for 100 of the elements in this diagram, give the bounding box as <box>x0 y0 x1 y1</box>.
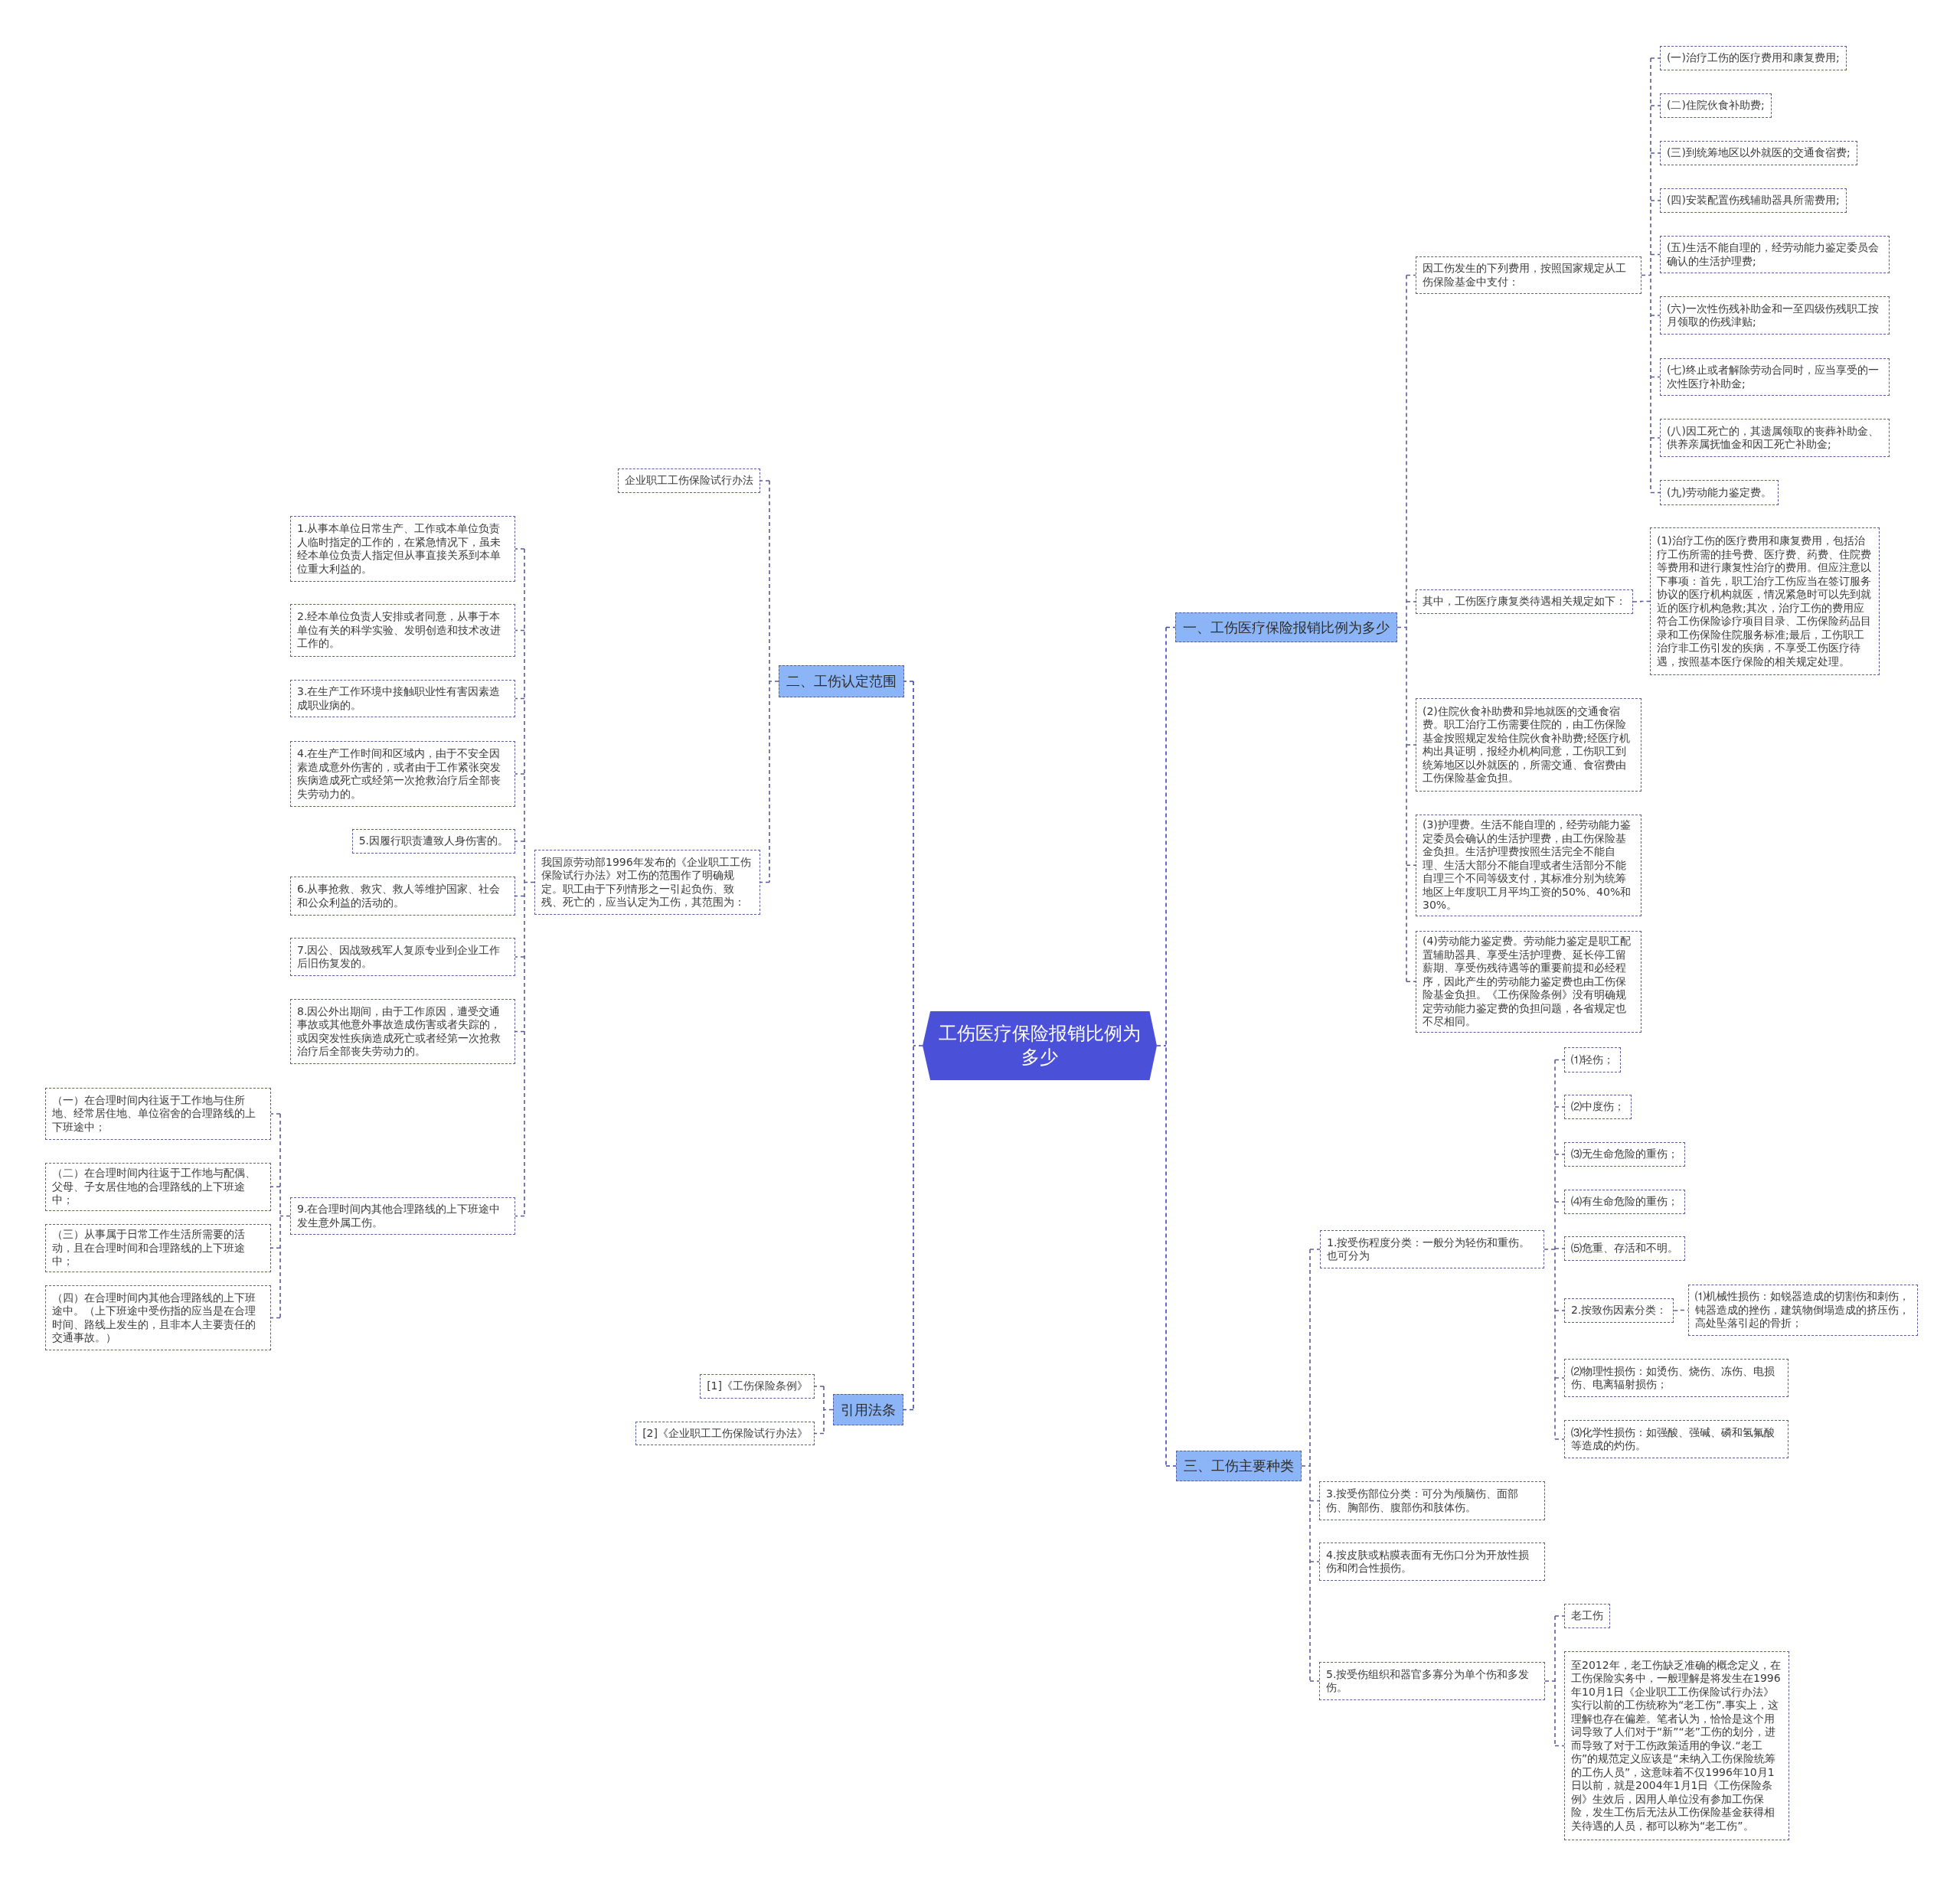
connector-line <box>1406 864 1416 867</box>
subtopic: 我国原劳动部1996年发布的《企业职工工伤保险试行办法》对工伤的范围作了明确规定。职工由于下列情形之一引起负伤、致残、死亡的，应当认定为工伤，其范围为： <box>534 850 760 915</box>
connector-line <box>1554 1106 1565 1108</box>
connector-line <box>1309 1561 1320 1562</box>
connector-line <box>1650 105 1661 106</box>
connector-line <box>760 480 770 482</box>
subtopic: ⑶无生命危险的重伤； <box>1564 1142 1685 1167</box>
connector-line <box>1396 274 1407 983</box>
subtopic: 6.从事抢救、救灾、救人等维护国家、社会和公众利益的活动的。 <box>290 877 515 916</box>
connector-line <box>1156 626 1167 1467</box>
connector-line <box>1554 1310 1565 1311</box>
connector-line <box>1632 600 1651 602</box>
subtopic: 5.因履行职责遭致人身伤害的。 <box>351 829 515 854</box>
connector-line <box>1641 57 1651 494</box>
connector-line <box>814 1386 825 1387</box>
subtopic: (4)劳动能力鉴定费。劳动能力鉴定是职工配置辅助器具、享受生活护理费、延长停工留薪期、享受伤残待遇等的重要前提和必经程序，因此产生的劳动能力鉴定费也由工伤保险基金负担。《工伤保险条例》没有明确规定劳动能力鉴定费的负担问题，各省规定也不尽相同。 <box>1416 931 1642 1033</box>
connector-line <box>514 895 525 897</box>
connector-line <box>514 841 525 842</box>
connector-line <box>1554 1615 1565 1617</box>
central-topic: 工伤医疗保险报销比例为多少 <box>923 1011 1157 1080</box>
subtopic: ⑸危重、存活和不明。 <box>1564 1236 1685 1261</box>
subtopic: ⑵物理性损伤：如烫伤、烧伤、冻伤、电损伤、电离辐射损伤； <box>1564 1359 1788 1397</box>
subtopic: [1]《工伤保险条例》 <box>700 1374 815 1399</box>
connector-line <box>1650 437 1661 439</box>
subtopic: (三)到统筹地区以外就医的交通食宿费; <box>1660 141 1857 165</box>
subtopic: (八)因工死亡的，其遗属领取的丧葬补助金、供养亲属抚恤金和因工死亡补助金; <box>1660 419 1890 457</box>
subtopic: ⑴机械性损伤：如锐器造成的切割伤和刺伤，钝器造成的挫伤，建筑物倒塌造成的挤压伤，高处坠落引起的骨折； <box>1688 1285 1918 1336</box>
connector-line <box>1301 1249 1311 1682</box>
connector-line <box>514 773 525 775</box>
subtopic: (九)劳动能力鉴定费。 <box>1660 480 1779 505</box>
subtopic: 7.因公、因战致残军人复原专业到企业工作后旧伤复发的。 <box>290 938 515 976</box>
subtopic: (3)护理费。生活不能自理的，经劳动能力鉴定委员会确认的生活护理费，由工伤保险基金负担。生活护理费按照生活完全不能自理、生活大部分不能自理或者生活部分不能自理三个不同等级支付，其标准分别为统筹地区上年度职工月平均工资的50%、40%和30%。 <box>1416 815 1642 916</box>
connector-line <box>514 548 525 550</box>
subtopic: (1)治疗工伤的医疗费用和康复费用，包括治疗工伤所需的挂号费、医疗费、药费、住院费等费用和进行康复性治疗的费用。但应注意以下事项：首先，职工治疗工伤应当在签订服务协议的医疗机构就医，情况紧急时可以先到就近的医疗机构急救;其次，治疗工伤的费用应符合工伤保险诊疗项目目录、工伤保险药品目录和工伤保险住院服务标准;最后，工伤职工治疗非工伤引发的疾病，不享受工伤医疗待遇，按照基本医疗保险的相关规定处理。 <box>1650 527 1880 675</box>
subtopic: 因工伤发生的下列费用，按照国家规定从工伤保险基金中支付： <box>1416 256 1642 294</box>
subtopic: 1.从事本单位日常生产、工作或本单位负责人临时指定的工作的，在紧急情况下，虽未经本单位负责人指定但从事直接关系到本单位重大利益的。 <box>290 516 515 582</box>
connector-line <box>514 1215 525 1217</box>
subtopic: 2.经本单位负责人安排或者同意，从事于本单位有关的科学实验、发明创造和技术改进工作的。 <box>290 604 515 657</box>
connector-line <box>1650 200 1661 201</box>
connector-line <box>1309 1680 1320 1682</box>
subtopic: 1.按受伤程度分类：一般分为轻伤和重伤。也可分为 <box>1320 1230 1544 1268</box>
connector-line <box>270 1186 281 1188</box>
subtopic: (五)生活不能自理的，经劳动能力鉴定委员会确认的生活护理费; <box>1660 236 1890 273</box>
subtopic: 至2012年，老工伤缺乏准确的概念定义，在工伤保险实务中，一般理解是将发生在1996年10月1日《企业职工工伤保险试行办法》实行以前的工伤统称为“老工伤”.事实上，这理解也存在偏差。笔者认为，恰恰是这个用词导致了人们对于“新”“老”工伤的划分，进而导致了对于工伤政策适用的争议.“老工伤”的规范定义应该是“未纳入工伤保险统筹的工伤人员”，这意味着不仅1996年10月1日以前，就是2004年1月1日《工伤保险条例》生效后，因用人单位没有参加工伤保险，发生工伤后无法从工伤保险基金获得相关待遇的人员，都可以称为“老工伤”。 <box>1564 1651 1789 1840</box>
main-topic: 引用法条 <box>833 1394 903 1425</box>
subtopic: （一）在合理时间内往返于工作地与住所地、经常居住地、单位宿舍的合理路线的上下班途中； <box>45 1088 271 1140</box>
connector-line <box>514 1030 525 1033</box>
connector-line <box>514 956 525 958</box>
connector-line <box>270 1113 281 1115</box>
subtopic: 4.按皮肤或粘膜表面有无伤口分为开放性损伤和闭合性损伤。 <box>1319 1543 1545 1581</box>
subtopic: （四）在合理时间内其他合理路线的上下班途中。（上下班途中受伤指的应当是在合理时间、路线上发生的，且非本人主要责任的交通事故。） <box>45 1285 271 1350</box>
subtopic: 其中，工伤医疗康复类待遇相关规定如下： <box>1416 589 1633 614</box>
connector-line <box>1554 1248 1565 1249</box>
subtopic: 2.按致伤因素分类： <box>1564 1298 1674 1323</box>
subtopic: 4.在生产工作时间和区域内，由于不安全因素造成意外伤害的，或者由于工作紧张突发疾病造成死亡或经第一次抢救治疗后全部丧失劳动力的。 <box>290 741 515 807</box>
connector-line <box>1406 981 1416 983</box>
connector-line <box>514 629 525 632</box>
connector-line <box>279 1113 291 1319</box>
subtopic: 5.按受伤组织和器官多寡分为单个伤和多发伤。 <box>1319 1662 1545 1700</box>
subtopic: (2)住院伙食补助费和异地就医的交通食宿费。职工治疗工伤需要住院的，由工伤保险基金按照规定发给住院伙食补助费;经医疗机构出具证明，报经办机构同意，工伤职工到统筹地区以外就医的，所需交通、食宿费由工伤保险基金负担。 <box>1416 698 1642 792</box>
connector-line <box>270 1317 281 1319</box>
connector-line <box>1554 1438 1565 1440</box>
connector-line <box>1650 491 1661 494</box>
connector-line <box>1554 1154 1565 1155</box>
main-topic: 一、工伤医疗保险报销比例为多少 <box>1175 612 1397 642</box>
subtopic: (六)一次性伤残补助金和一至四级伤残职工按月领取的伤残津贴; <box>1660 296 1890 335</box>
subtopic: ⑵中度伤； <box>1564 1095 1632 1119</box>
connector-line <box>514 697 525 700</box>
connector-line <box>1309 1249 1321 1250</box>
subtopic: (七)终止或者解除劳动合同时，应当享受的一次性医疗补助金; <box>1660 358 1890 396</box>
connector-line <box>1650 253 1661 256</box>
connector-line <box>1554 1745 1565 1747</box>
subtopic: 企业职工工伤保险试行办法 <box>618 468 760 493</box>
connector-line <box>814 1432 825 1435</box>
connector-line <box>1554 1059 1565 1061</box>
subtopic: 8.因公外出期间，由于工作原因，遭受交通事故或其他意外事故造成伤害或者失踪的，或因突发性疾病造成死亡或者经第一次抢救治疗后全部丧失劳动力的。 <box>290 999 515 1064</box>
connector-line <box>270 1247 281 1249</box>
subtopic: ⑷有生命危险的重伤； <box>1564 1190 1685 1214</box>
subtopic: (四)安装配置伤残辅助器具所需费用; <box>1660 188 1847 213</box>
subtopic: (二)住院伙食补助费; <box>1660 93 1772 118</box>
subtopic: 9.在合理时间内其他合理路线的上下班途中发生意外属工伤。 <box>290 1197 515 1235</box>
connector-line <box>1554 1201 1565 1203</box>
connector-line <box>1650 152 1661 154</box>
subtopic: （二）在合理时间内往返于工作地与配偶、父母、子女居住地的合理路线的上下班途中； <box>45 1163 271 1211</box>
connector-line <box>903 1409 914 1411</box>
connector-line <box>1406 274 1416 276</box>
connector-line <box>1165 626 1176 628</box>
subtopic: 3.在生产工作环境中接触职业性有害因素造成职业病的。 <box>290 680 515 717</box>
subtopic: ⑴轻伤； <box>1564 1047 1621 1072</box>
connector-line <box>760 881 770 883</box>
subtopic: （三）从事属于日常工作生活所需要的活动，且在合理时间和合理路线的上下班途中； <box>45 1224 271 1272</box>
connector-line <box>1554 1377 1565 1379</box>
subtopic: [2]《企业职工工伤保险试行办法》 <box>635 1422 815 1445</box>
connector-line <box>1406 744 1416 746</box>
connector-line <box>1650 57 1661 59</box>
connector-line <box>1406 601 1416 602</box>
main-topic: 二、工伤认定范围 <box>779 665 904 697</box>
connector-line <box>1650 315 1661 316</box>
connector-line <box>1673 1309 1689 1311</box>
subtopic: 3.按受伤部位分类：可分为颅脑伤、面部伤、胸部伤、腹部伤和肢体伤。 <box>1319 1481 1545 1520</box>
